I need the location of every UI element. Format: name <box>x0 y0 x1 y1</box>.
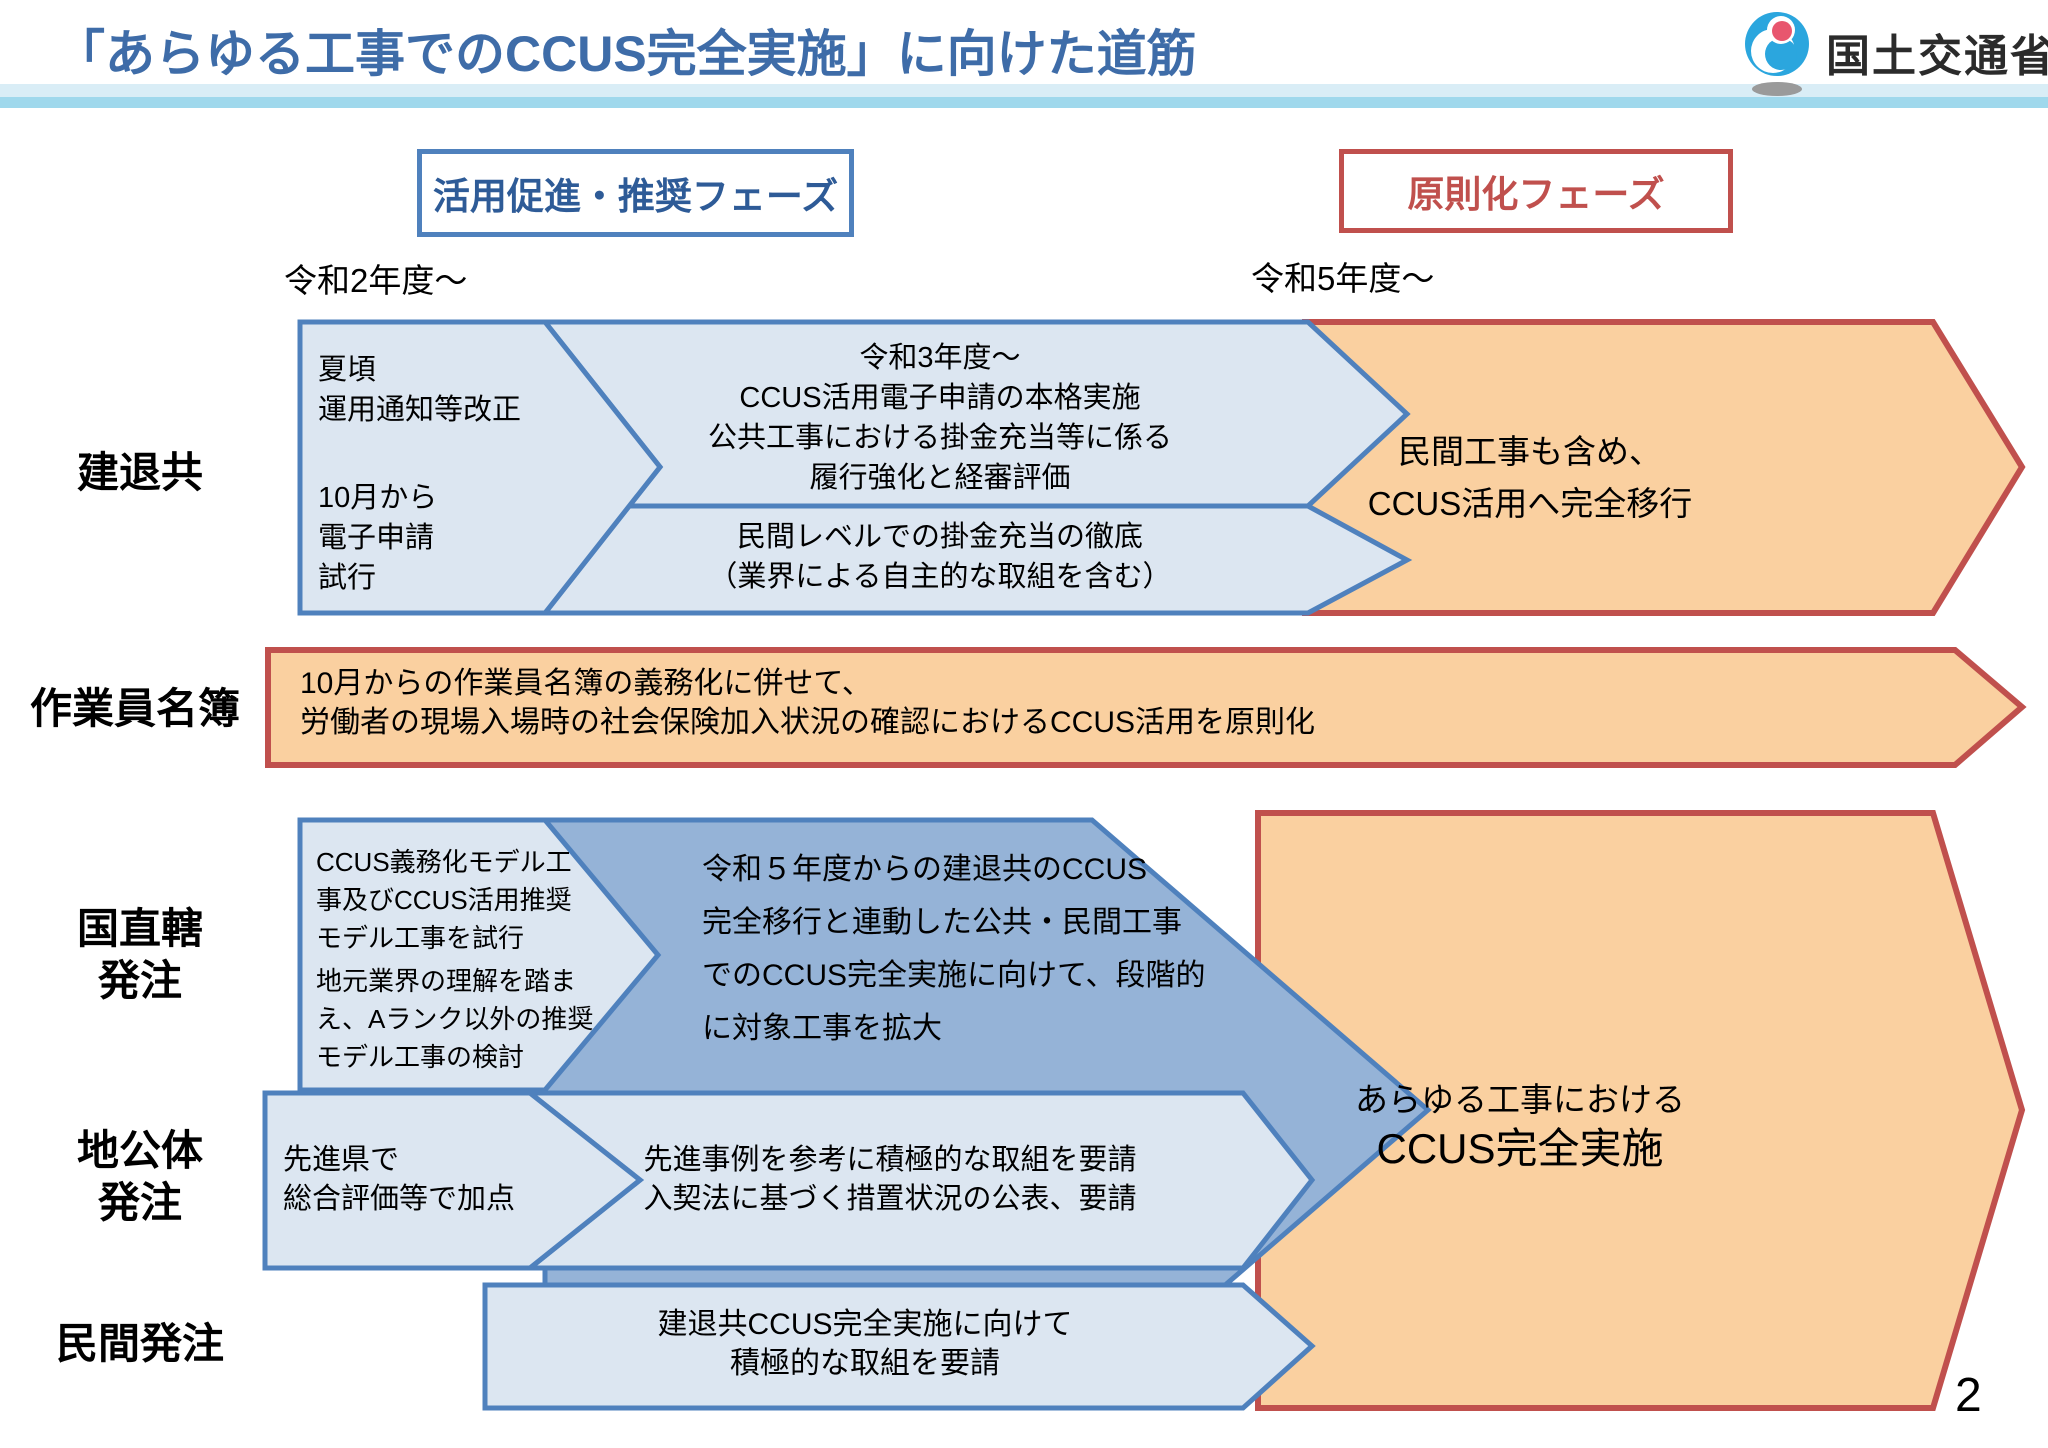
text-line: 先進事例を参考に積極的な取組を要請 <box>643 1144 1137 1176</box>
row-label-minkan: 民間発注 <box>55 1320 224 1367</box>
kokuchokkatsu-dark-arrow-text: 令和５年度からの建退共のCCUS 完全移行と連動した公共・民間工事 でのCCUS… <box>702 843 1206 1055</box>
text-line: （業界による自主的な取組を含む） <box>708 561 1172 593</box>
kentaikyo-goal-text: 民間工事も含め、 CCUS活用へ完全移行 <box>1320 426 1740 530</box>
text-line: CCUS活用電子申請の本格実施 <box>739 382 1141 414</box>
text-line: CCUS完全実施 <box>1376 1125 1664 1172</box>
kentaikyo-left-top-text: 夏頃 運用通知等改正 <box>318 350 521 430</box>
row-label-line: 国直轄 <box>76 905 203 952</box>
header-divider-band <box>0 84 2048 97</box>
text-line: あらゆる工事における <box>1355 1081 1685 1118</box>
meibo-arrow-text: 10月からの作業員名簿の義務化に併せて、 労働者の現場入場時の社会保険加入状況の… <box>300 664 1315 742</box>
text-line: 入契法に基づく措置状況の公表、要請 <box>643 1183 1137 1215</box>
row-label-kentaikyo: 建退共 <box>76 449 203 496</box>
text-line: 令和５年度からの建退共のCCUS <box>702 853 1148 886</box>
mlit-logo-icon <box>1745 12 1809 96</box>
row-label-meibo: 作業員名簿 <box>29 685 240 732</box>
text-line: CCUS活用へ完全移行 <box>1367 485 1693 522</box>
text-line: 事及びCCUS活用推奨 <box>316 885 572 915</box>
page-title: 「あらゆる工事でのCCUS完全実施」に向けた道筋 <box>55 26 1197 82</box>
era-principle-label: 令和5年度～ <box>1251 260 1435 297</box>
phase-promotion-box: 活用促進・推奨フェーズ <box>417 149 854 237</box>
kokuchokkatsu-left-bottom-text: 地元業界の理解を踏ま え、Aランク以外の推奨 モデル工事の検討 <box>316 962 593 1076</box>
kentaikyo-left-box-shape <box>297 319 664 616</box>
text-line: 電子申請 <box>318 522 435 554</box>
text-line: え、Aランク以外の推奨 <box>316 1004 594 1034</box>
text-line: 令和3年度～ <box>859 342 1021 374</box>
row-label-kokuchokkatsu: 国直轄 発注 <box>40 903 240 1007</box>
overall-goal-text: あらゆる工事における CCUS完全実施 <box>1320 1078 1720 1176</box>
text-line: CCUS義務化モデル工 <box>316 847 572 877</box>
text-line: 夏頃 <box>318 354 377 386</box>
text-line: 完全移行と連動した公共・民間工事 <box>702 906 1182 939</box>
page-number: 2 <box>1955 1369 1982 1422</box>
text-line: 民間工事も含め、 <box>1398 433 1662 470</box>
meibo-arrow-shape <box>265 647 2027 768</box>
text-line: 公共工事における掛金充当等に係る <box>707 422 1172 454</box>
text-line: でのCCUS完全実施に向けて、段階的 <box>702 959 1206 992</box>
minkan-arrow-shape <box>482 1282 1316 1411</box>
row-label-line: 発注 <box>97 957 182 1004</box>
row-label-line: 発注 <box>97 1179 182 1226</box>
text-line: 民間レベルでの掛金充当の徹底 <box>736 521 1143 553</box>
mlit-logo: 国土交通省 <box>1738 6 2048 98</box>
text-line: 総合評価等で加点 <box>283 1183 516 1215</box>
phase-principle-box: 原則化フェーズ <box>1339 149 1733 233</box>
text-line: 10月からの作業員名簿の義務化に併せて、 <box>300 667 872 700</box>
kentaikyo-bottom-arrow-text: 民間レベルでの掛金充当の徹底 （業界による自主的な取組を含む） <box>620 517 1260 597</box>
text-line: 労働者の現場入場時の社会保険加入状況の確認におけるCCUS活用を原則化 <box>300 706 1316 739</box>
text-line: 履行強化と経審評価 <box>809 462 1071 494</box>
mlit-logo-text: 国土交通省 <box>1826 32 2048 81</box>
chikotai-middle-text: 先進事例を参考に積極的な取組を要請 入契法に基づく措置状況の公表、要請 <box>545 1141 1235 1219</box>
kokuchokkatsu-left-top-text: CCUS義務化モデル工 事及びCCUS活用推奨 モデル工事を試行 <box>316 843 572 957</box>
minkan-arrow-text: 建退共CCUS完全実施に向けて 積極的な取組を要請 <box>500 1305 1230 1383</box>
chikotai-left-box-shape <box>262 1090 645 1271</box>
header-divider-line <box>0 97 2048 108</box>
text-line: 試行 <box>318 562 377 594</box>
text-line: モデル工事を試行 <box>316 923 525 953</box>
row-label-line: 地公体 <box>76 1127 203 1174</box>
text-line: モデル工事の検討 <box>316 1042 525 1072</box>
kokuchokkatsu-left-box-shape <box>297 817 662 1093</box>
chikotai-left-text: 先進県で 総合評価等で加点 <box>283 1141 515 1219</box>
row-label-chikotai: 地公体 発注 <box>40 1125 240 1229</box>
text-line: 10月から <box>318 482 438 514</box>
text-line: 地元業界の理解を踏ま <box>316 966 577 996</box>
kentaikyo-left-bottom-text: 10月から 電子申請 試行 <box>318 478 437 598</box>
kentaikyo-top-arrow-text: 令和3年度～ CCUS活用電子申請の本格実施 公共工事における掛金充当等に係る … <box>620 338 1260 498</box>
text-line: 積極的な取組を要請 <box>730 1347 1000 1380</box>
text-line: に対象工事を拡大 <box>702 1012 942 1045</box>
text-line: 建退共CCUS完全実施に向けて <box>657 1308 1073 1341</box>
text-line: 運用通知等改正 <box>318 394 522 426</box>
text-line: 先進県で <box>283 1144 400 1176</box>
era-start-label: 令和2年度～ <box>284 262 468 299</box>
